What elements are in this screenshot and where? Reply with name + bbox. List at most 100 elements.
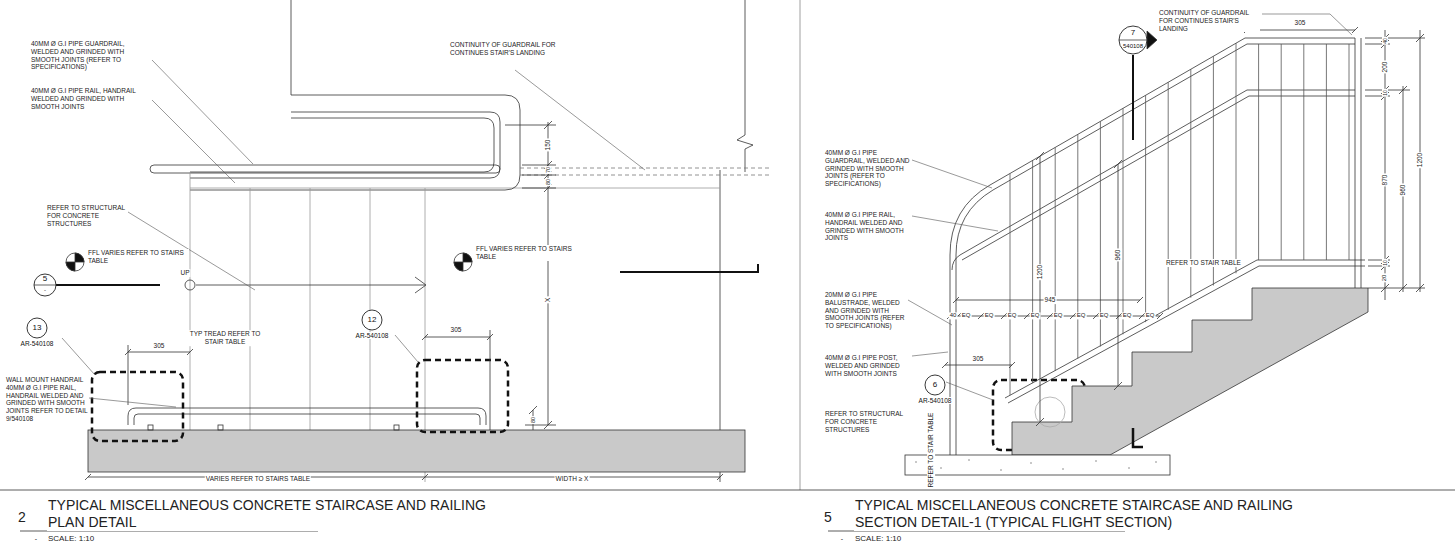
sheet-frame (0, 490, 1455, 491)
stair-concrete (1133, 428, 1143, 447)
plan-guardrail (150, 165, 500, 173)
leader-line (908, 300, 952, 325)
dimension-text: 10 (1382, 259, 1388, 267)
note-text: REFER TO STRUCTURAL FOR CONCRETE STRUCTU… (46, 204, 128, 227)
wall-handrail (134, 414, 480, 425)
dimension-text: EQ (1122, 312, 1133, 319)
plan-wall (291, 0, 292, 95)
sheet-reference: AR-540108 (354, 332, 391, 339)
drawing-number: 5 (823, 509, 833, 526)
dimension-text: 10 (1382, 89, 1388, 97)
leader-line (62, 338, 95, 375)
dimension-text: 1200 (1036, 264, 1044, 280)
note-text: REFER TO STRUCTURAL FOR CONCRETE STRUCTU… (824, 410, 911, 433)
note-text: CONTINUITY OF GUARDRAIL FOR CONTINUES ST… (1158, 9, 1260, 32)
baluster (1326, 44, 1327, 260)
level-symbol (454, 253, 472, 271)
note-text: REFER TO STAIR TABLE (927, 412, 935, 489)
callout-divider (1119, 40, 1147, 41)
section-railing (950, 38, 1355, 455)
baluster (1010, 43, 1349, 395)
leader-line (912, 160, 992, 188)
note-text: TYP TREAD REFER TO STAIR TABLE (187, 330, 264, 346)
dimension-line (1365, 38, 1425, 288)
leader-line (908, 14, 1352, 400)
dimension-line (544, 121, 552, 429)
dimension-text: VARIES REFER TO STAIRS TABLE (205, 475, 311, 483)
dimension-text: 305 (153, 342, 166, 350)
dimension-line (1114, 160, 1122, 390)
section-marker-arrow (1132, 55, 1134, 140)
section-railing (1005, 260, 1365, 398)
wall-handrail (128, 408, 486, 425)
note-text: 40MM Ø G.I PIPE GUARDRAIL, WELDED AND GR… (30, 40, 150, 71)
dimension-line (953, 297, 1143, 303)
callout-number: 7 (1118, 29, 1148, 38)
dimension-text: EQ (984, 312, 995, 319)
callout-circle (34, 274, 56, 296)
dimension-text: 1200 (1416, 152, 1424, 168)
detail-boundary (417, 360, 508, 432)
callout-number: 12 (354, 316, 391, 325)
sheet-frame (0, 0, 1455, 531)
plan-guardrail (520, 168, 770, 175)
leader-line (912, 352, 948, 356)
sheet-reference: AR-540108 (19, 340, 56, 347)
section-railing (1355, 38, 1361, 288)
wall-handrail (128, 408, 486, 430)
dimension-line (529, 406, 537, 430)
drawing-number: 2 (17, 509, 27, 526)
plan-guardrail (190, 118, 494, 172)
section-railing (952, 90, 1355, 270)
plan-concrete (88, 430, 745, 472)
dimension-text: 960 (1114, 249, 1122, 262)
baluster (1168, 82, 1169, 310)
leader-line (395, 335, 418, 362)
up-arrow (185, 280, 195, 290)
dimension-text: EQ (1076, 312, 1087, 319)
section-railing (950, 38, 1365, 455)
baluster (1145, 95, 1146, 322)
dimension-line (422, 330, 493, 430)
dimension-line (942, 27, 1425, 426)
note-text: CONTINUITY OF GUARDRAIL FOR CONTINUES ST… (449, 41, 561, 57)
note-text: 20MM Ø G.I PIPE BALUSTRADE, WELDED AND G… (824, 291, 906, 330)
dimension-text: EQ (1030, 312, 1041, 319)
note-text: 40MM Ø G.I PIPE RAIL, HANDRAIL WELDED AN… (824, 211, 911, 242)
baluster (1303, 44, 1304, 260)
baluster (1281, 44, 1282, 260)
level-symbol (66, 253, 84, 271)
drawing-number: - (840, 535, 844, 543)
dimension-text: X (544, 297, 552, 304)
dimension-text: 40 (949, 312, 958, 319)
dimension-text: 200 (1381, 61, 1389, 74)
note-text: 40MM Ø G.I PIPE POST, WELDED AND GRINDED… (824, 354, 911, 377)
leader-line (515, 70, 645, 170)
note-text: REFER TO STAIR TABLE (1165, 259, 1242, 267)
up-arrow (185, 277, 426, 293)
drawing-number: - (34, 535, 38, 543)
dimension-text: 150 (544, 139, 552, 152)
level-symbol (66, 253, 84, 271)
leader-line (912, 216, 998, 231)
leader-line (62, 60, 645, 407)
dimension-text: 40 (1382, 37, 1388, 45)
dimension-line (85, 121, 723, 480)
leader-line (1262, 14, 1352, 35)
sheet-frame (800, 0, 801, 490)
callout-bubble: 6AR-540108 (917, 374, 954, 404)
scale-text: SCALE: 1:10 (47, 534, 95, 544)
detail-boundary (92, 360, 1085, 450)
section-railing (1008, 266, 1365, 403)
callout-number: 6 (917, 381, 954, 390)
dimension-text: EQ (1145, 312, 1156, 319)
section-railing (956, 44, 1355, 455)
direction-label: UP (179, 269, 190, 277)
level-note: FFL VARIES REFER TO STAIRS TABLE (475, 245, 577, 261)
section-cut-line (620, 264, 758, 272)
leader-line (89, 398, 176, 407)
note-text: WALL MOUNT HANDRAIL 40MM Ø G.I PIPE RAIL… (5, 376, 89, 423)
callout-circle (1119, 26, 1147, 54)
